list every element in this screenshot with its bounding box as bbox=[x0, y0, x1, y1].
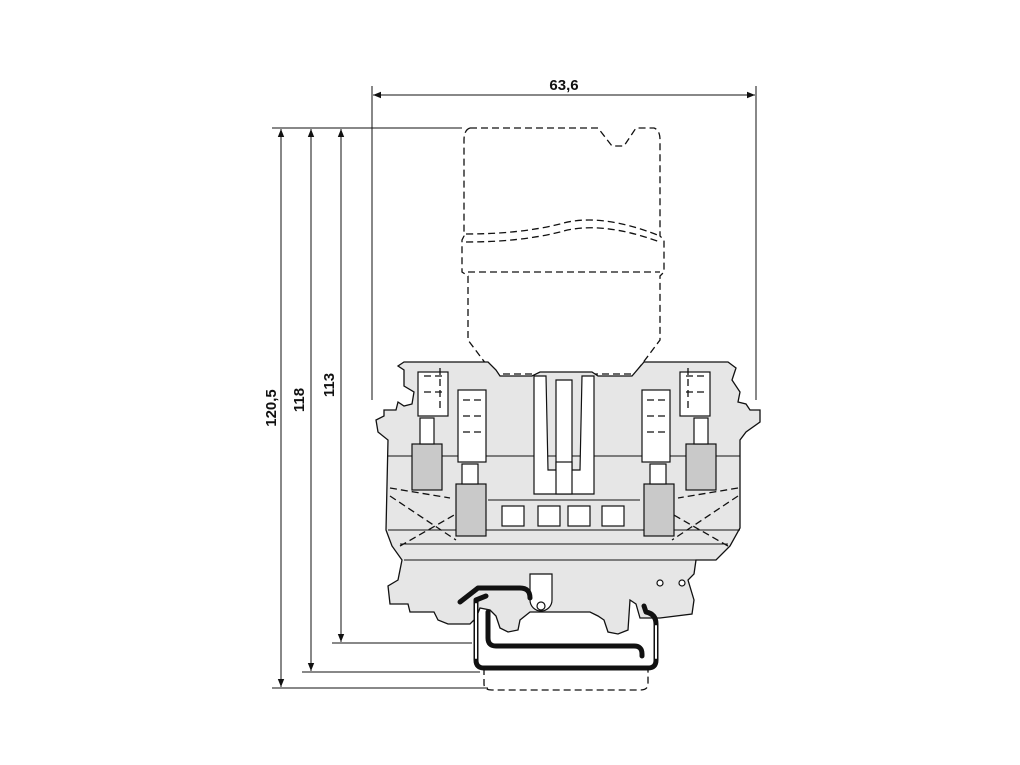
width-dimension-label: 63,6 bbox=[549, 77, 578, 94]
hidden-lines bbox=[389, 368, 739, 547]
outer-clamp-cages bbox=[411, 417, 717, 491]
height-overall-label: 120,5 bbox=[263, 389, 280, 427]
center-bridge-socket bbox=[533, 375, 595, 495]
din-rail-profile bbox=[457, 585, 659, 671]
height-mid-label: 118 bbox=[291, 388, 308, 412]
upper-screw-shafts bbox=[417, 371, 711, 463]
height-dimension-inner: 113 bbox=[321, 127, 472, 644]
width-dimension: 63,6 bbox=[371, 77, 757, 400]
din-rail-alternative-outline bbox=[483, 668, 649, 691]
fuse-plug-module-outline bbox=[461, 127, 665, 380]
foot-pin-hole bbox=[529, 573, 686, 612]
inner-clamp-cages bbox=[455, 463, 675, 537]
height-inner-label: 113 bbox=[321, 373, 338, 397]
slot-row bbox=[488, 499, 640, 527]
